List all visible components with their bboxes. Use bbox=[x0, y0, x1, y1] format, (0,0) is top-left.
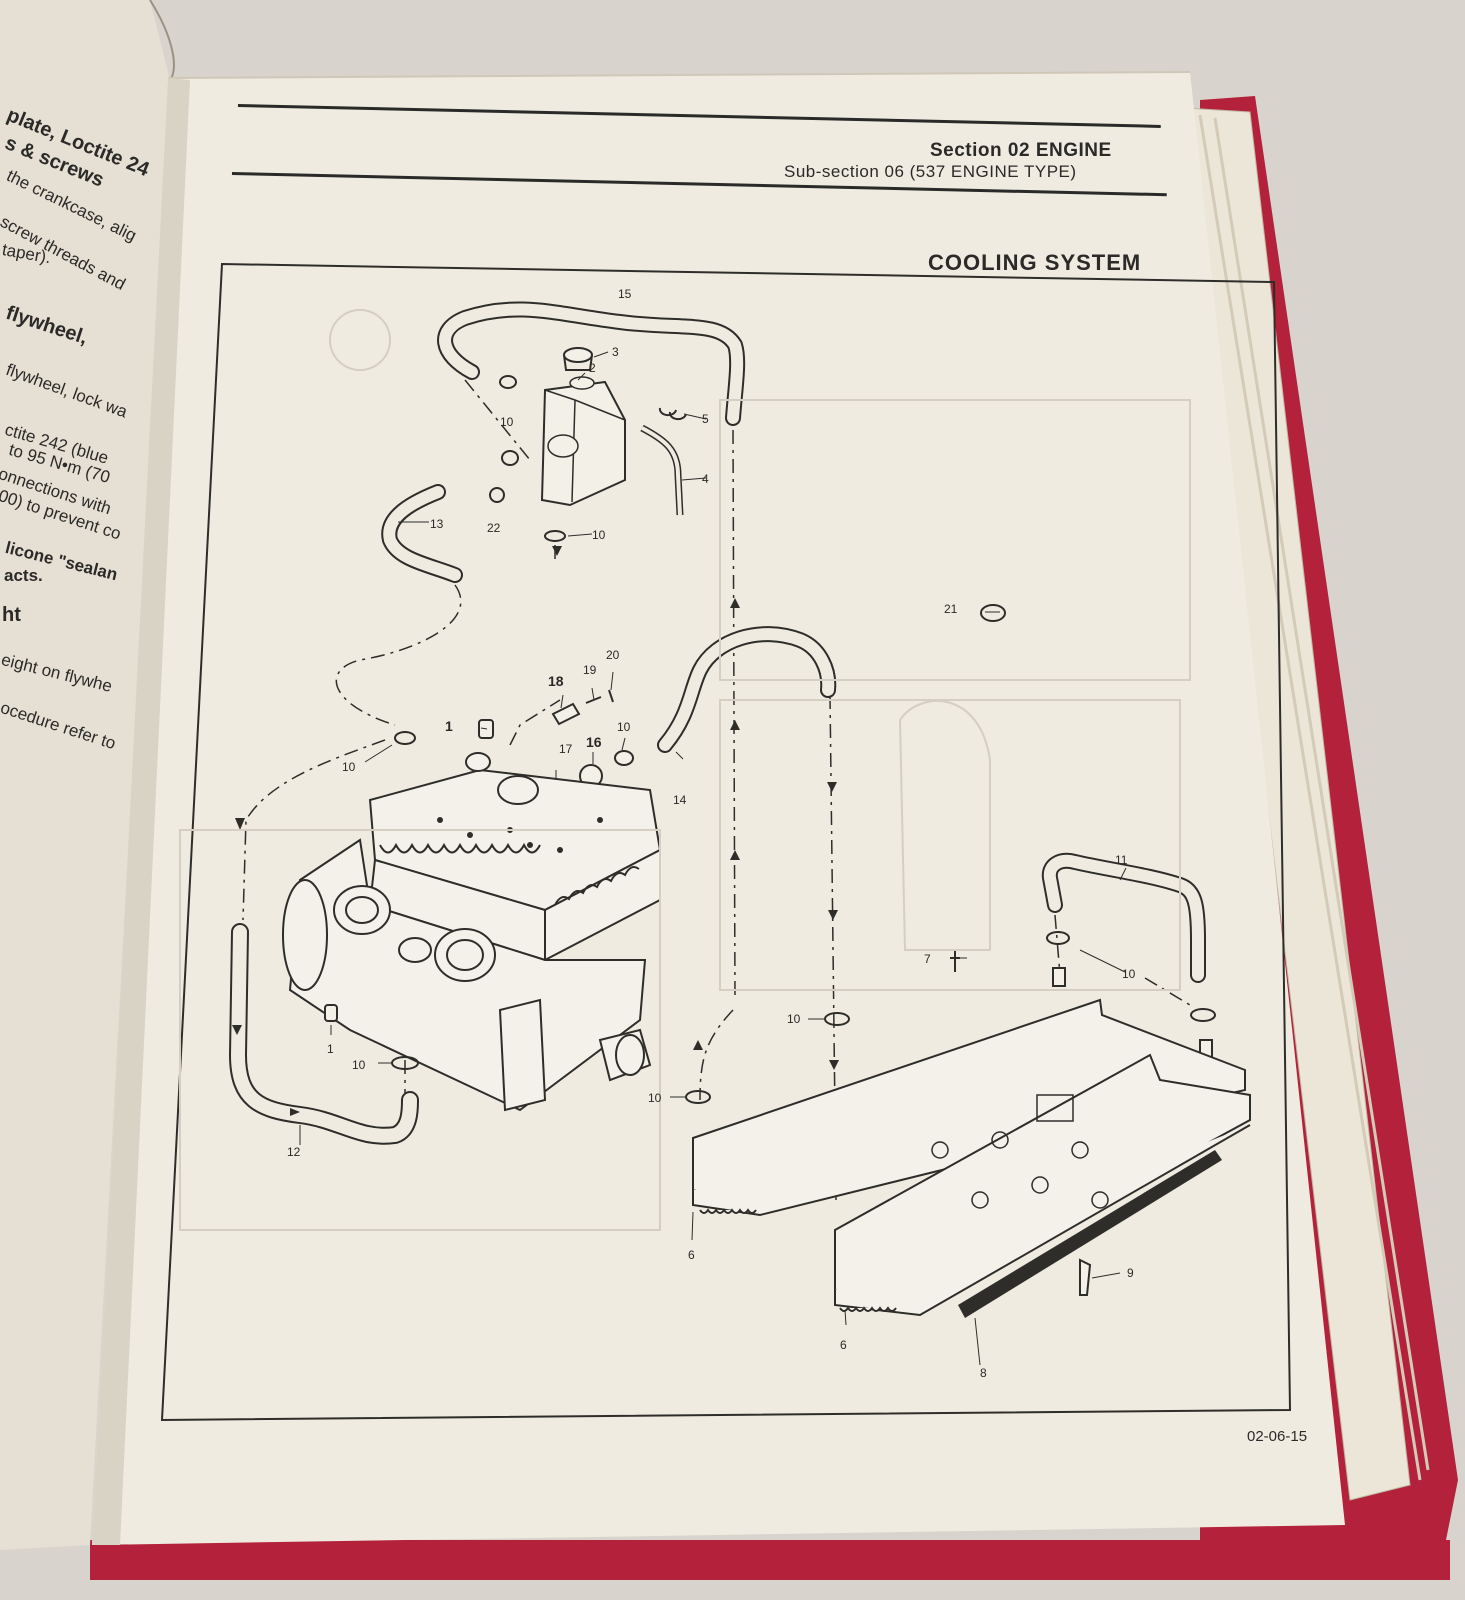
callout-17: 17 bbox=[559, 742, 573, 756]
callout-12: 12 bbox=[287, 1145, 301, 1159]
callout-10: 10 bbox=[342, 760, 356, 774]
callout-10: 10 bbox=[1122, 967, 1136, 981]
callout-10: 10 bbox=[500, 415, 514, 429]
callout-22: 22 bbox=[487, 521, 501, 535]
callout-6: 6 bbox=[688, 1248, 695, 1262]
callout-10: 10 bbox=[352, 1058, 366, 1072]
bolt-9 bbox=[1079, 1258, 1092, 1296]
coolant-reservoir bbox=[540, 376, 626, 507]
callout-6: 6 bbox=[840, 1338, 847, 1352]
callout-19: 19 bbox=[583, 663, 597, 677]
engine-block bbox=[282, 752, 662, 1112]
callout-10: 10 bbox=[787, 1012, 801, 1026]
callout-11: 11 bbox=[1115, 853, 1128, 867]
callout-20: 20 bbox=[606, 648, 620, 662]
callout-21: 21 bbox=[944, 602, 958, 616]
callout-1: 1 bbox=[327, 1042, 334, 1056]
callout-2: 2 bbox=[589, 361, 596, 375]
callout-7: 7 bbox=[924, 952, 931, 966]
callout-10: 10 bbox=[617, 720, 631, 734]
callout-16: 16 bbox=[586, 734, 602, 750]
callout-1: 1 bbox=[445, 718, 453, 734]
callout-5: 5 bbox=[702, 412, 709, 426]
callout-15: 15 bbox=[618, 287, 632, 301]
callout-9: 9 bbox=[1127, 1266, 1134, 1280]
left-page-text: ht bbox=[2, 604, 21, 626]
clip-5 bbox=[658, 407, 687, 421]
illustration-frame bbox=[160, 262, 1292, 1422]
right-page bbox=[92, 72, 1345, 1545]
page-number: 02-06-15 bbox=[1247, 1428, 1308, 1445]
bar-8 bbox=[958, 1150, 1222, 1318]
callout-8: 8 bbox=[980, 1366, 987, 1380]
callout-4: 4 bbox=[702, 472, 709, 486]
callout-10: 10 bbox=[648, 1091, 662, 1105]
bleed-through bbox=[179, 309, 1191, 1231]
callout-13: 13 bbox=[430, 517, 444, 531]
callout-14: 14 bbox=[673, 793, 687, 807]
callout-10: 10 bbox=[592, 528, 606, 542]
page-title: COOLING SYSTEM bbox=[928, 250, 1142, 275]
left-page-text: acts. bbox=[4, 566, 43, 585]
callout-3: 3 bbox=[612, 345, 619, 359]
left-page bbox=[0, 0, 170, 1550]
section-heading: Section 02 ENGINE bbox=[930, 140, 1112, 161]
reservoir-cap bbox=[563, 347, 593, 363]
page-edges bbox=[1184, 107, 1411, 1501]
subsection-heading: Sub-section 06 (537 ENGINE TYPE) bbox=[784, 162, 1077, 181]
callout-18: 18 bbox=[548, 673, 564, 689]
